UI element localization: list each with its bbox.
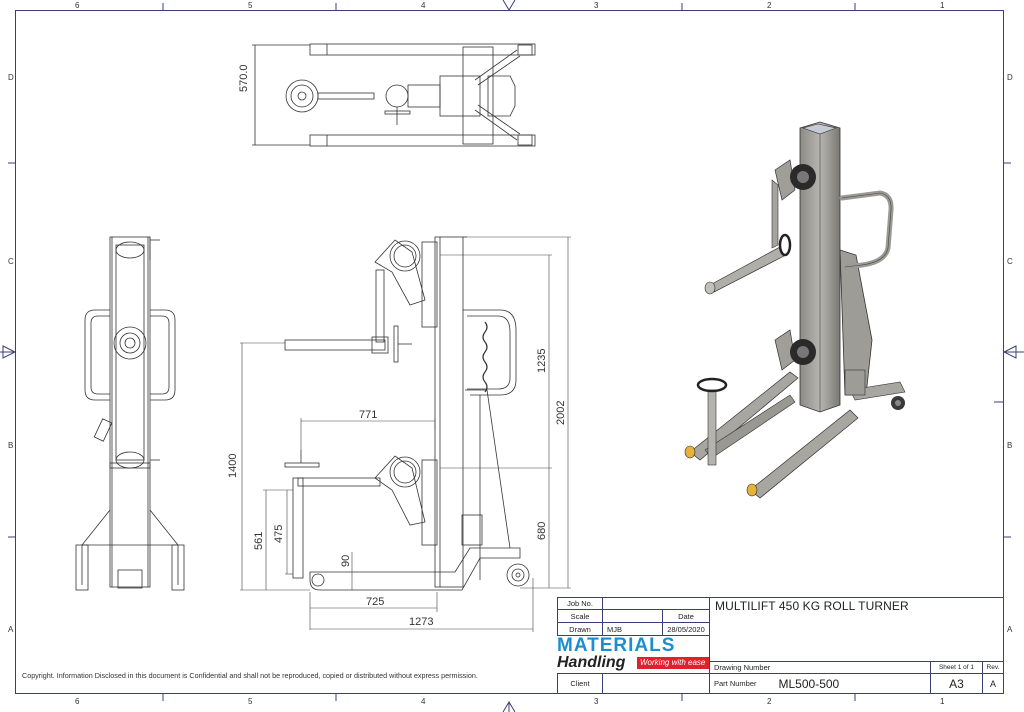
zone-number-bottom-3: 3	[594, 697, 599, 706]
zone-number-top-1: 1	[940, 1, 945, 10]
paper-size: A3	[930, 673, 983, 694]
copyright-notice: Copyright. Information Disclosed in this…	[22, 671, 478, 680]
dimension-725: 725	[366, 596, 385, 608]
zone-letter-left-c: C	[8, 257, 14, 266]
title-area	[709, 597, 1004, 662]
company-logo-materials: MATERIALS	[557, 635, 676, 656]
zone-number-top-3: 3	[594, 1, 599, 10]
part-number-value: ML500-500	[778, 676, 840, 691]
zone-number-top-4: 4	[421, 1, 426, 10]
drawing-title: MULTILIFT 450 KG ROLL TURNER	[715, 599, 909, 613]
company-logo-slogan: Working with ease	[637, 657, 709, 669]
drawn-by-value: MJB	[602, 622, 663, 636]
zone-number-bottom-4: 4	[421, 697, 426, 706]
zone-letter-right-d: D	[1007, 73, 1013, 82]
client-value	[602, 673, 710, 694]
date-label: Date	[662, 609, 710, 623]
scale-label: Scale	[557, 609, 603, 623]
scale-value	[602, 609, 663, 623]
zone-letter-left-a: A	[8, 625, 14, 634]
title-block: Job No. Scale Date Drawn MJB 28/05/2020 …	[557, 597, 1004, 694]
zone-number-bottom-2: 2	[767, 697, 772, 706]
zone-number-bottom-1: 1	[940, 697, 945, 706]
zone-letter-right-a: A	[1007, 625, 1013, 634]
part-number-row: Part Number ML500-500	[709, 673, 931, 694]
date-value: 28/05/2020	[662, 622, 710, 636]
revision-value: A	[982, 673, 1004, 694]
dimension-1273: 1273	[409, 616, 434, 628]
drawn-label: Drawn	[557, 622, 603, 636]
zone-number-top-2: 2	[767, 1, 772, 10]
client-label: Client	[557, 673, 603, 694]
zone-letter-right-b: B	[1007, 441, 1013, 450]
zone-number-top-5: 5	[248, 1, 253, 10]
dimension-771: 771	[359, 409, 378, 421]
company-logo-handling: Handling	[557, 654, 626, 671]
zone-letter-right-c: C	[1007, 257, 1013, 266]
part-number-label: Part Number	[714, 679, 757, 688]
zone-number-top-6: 6	[75, 1, 80, 10]
zone-number-bottom-6: 6	[75, 697, 80, 706]
zone-letter-left-b: B	[8, 441, 14, 450]
zone-number-bottom-5: 5	[248, 697, 253, 706]
zone-letter-left-d: D	[8, 73, 14, 82]
